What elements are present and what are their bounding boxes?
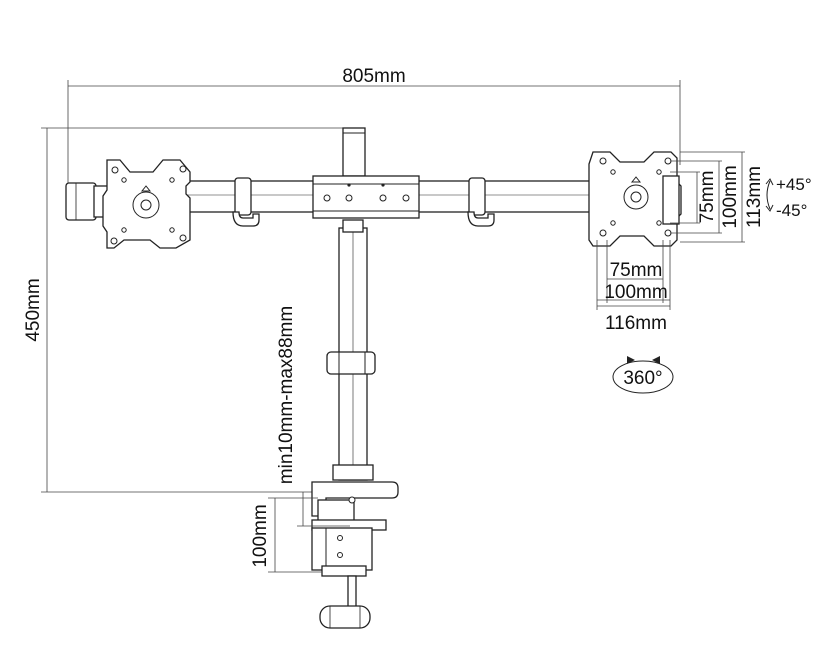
left-vesa-plate bbox=[102, 159, 191, 249]
plate-height-label: 113mm bbox=[744, 166, 765, 228]
tilt-down-label: -45° bbox=[776, 201, 807, 220]
desk-clamp bbox=[311, 481, 399, 629]
vesa-small-horizontal-label: 75mm bbox=[610, 260, 663, 281]
tilt-up-label: +45° bbox=[776, 175, 812, 194]
rotation-label: 360° bbox=[623, 368, 662, 389]
center-pole bbox=[326, 127, 376, 481]
vesa-small-vertical-label: 75mm bbox=[697, 171, 718, 224]
plate-width-label: 116mm bbox=[605, 313, 667, 334]
vesa-large-horizontal-label: 100mm bbox=[604, 282, 667, 303]
clamp-range-label: min10mm-max88mm bbox=[276, 306, 297, 484]
height-dimension: 450mm bbox=[23, 127, 345, 493]
overall-height-label: 450mm bbox=[23, 278, 44, 341]
left-arm-end bbox=[65, 182, 109, 221]
width-dimension: 805mm bbox=[67, 66, 681, 195]
clamp-height-label: 100mm bbox=[250, 504, 271, 567]
vesa-large-vertical-label: 100mm bbox=[720, 165, 741, 228]
plate-horizontal-dimensions: 75mm 100mm 116mm bbox=[596, 240, 671, 334]
right-vesa-plate bbox=[588, 151, 682, 247]
horizontal-arm bbox=[182, 175, 604, 227]
tilt-indicator: +45° -45° bbox=[765, 175, 812, 220]
plate-vertical-dimensions: 75mm 100mm 113mm bbox=[670, 151, 765, 243]
clamp-height-dimension: 100mm bbox=[250, 497, 322, 573]
rotation-indicator: 360° bbox=[612, 356, 674, 394]
overall-width-label: 805mm bbox=[342, 66, 405, 87]
